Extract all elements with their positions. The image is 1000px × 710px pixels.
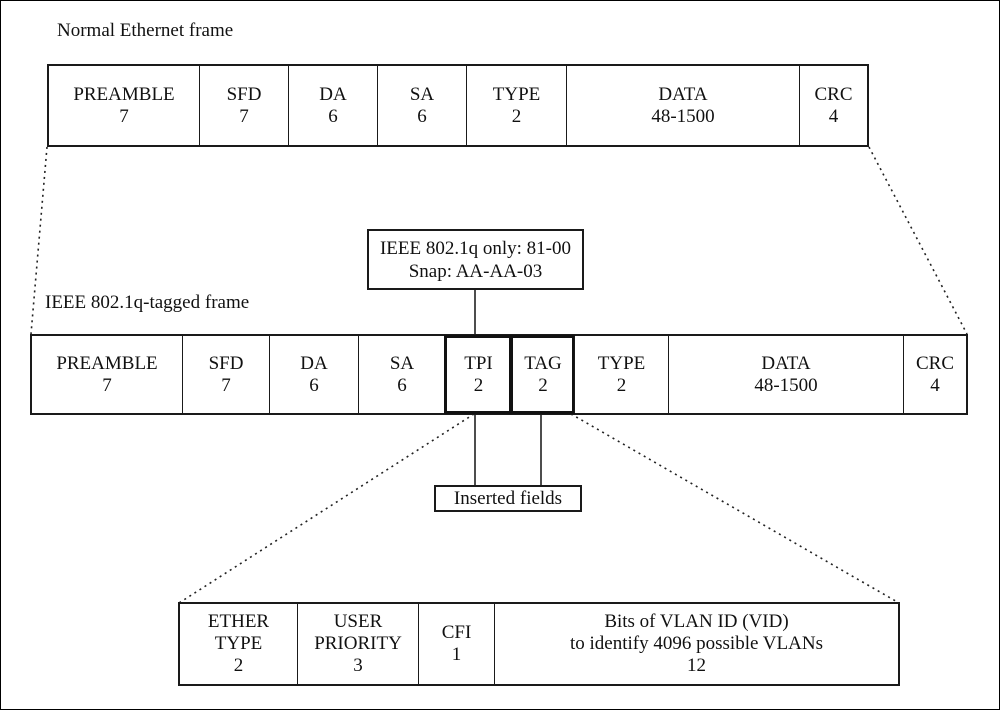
normal-to-tagged-right-dots xyxy=(868,146,968,335)
tag-field-vlan-id: Bits of VLAN ID (VID)to identify 4096 po… xyxy=(494,604,898,684)
inserted-fields-label: Inserted fields xyxy=(434,485,582,512)
tag-to-detail-right-dots xyxy=(570,413,900,604)
normal-frame-title: Normal Ethernet frame xyxy=(57,20,234,41)
tpi-note-line1: IEEE 802.1q only: 81-00 xyxy=(379,237,572,259)
tagged-frame-title: IEEE 802.1q-tagged frame xyxy=(45,292,250,313)
tpi-values-note: IEEE 802.1q only: 81-00 Snap: AA-AA-03 xyxy=(367,229,584,290)
tpi-to-detail-left-dots xyxy=(178,413,475,604)
tpi-note-line2: Snap: AA-AA-03 xyxy=(408,260,543,282)
normal-to-tagged-left-dots xyxy=(30,146,48,335)
